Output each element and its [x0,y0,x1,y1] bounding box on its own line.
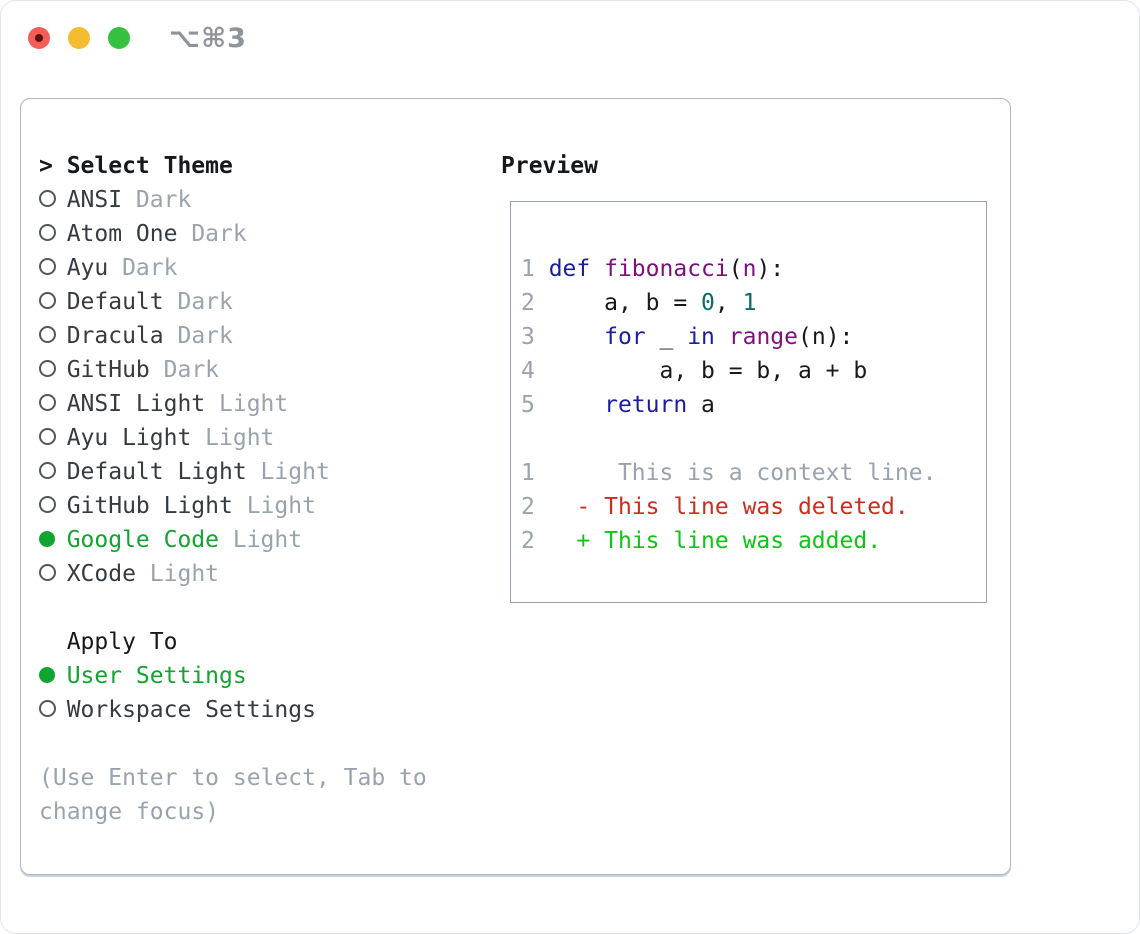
option-variant-label: Light [191,425,275,451]
radio-icon [39,224,56,241]
theme-option-ayu-light[interactable]: Ayu Light Light [39,421,427,455]
radio-icon [39,700,56,717]
spacer-row [39,727,427,761]
prompt-icon: > [39,153,53,179]
option-label: ANSI [66,187,123,213]
radio-icon [39,564,56,581]
option-label: Google Code [66,527,220,553]
radio-icon [39,326,56,343]
option-label: GitHub [66,357,150,383]
hint-line-1: (Use Enter to select, Tab to [39,765,427,791]
hint-line-2: change focus) [39,799,220,825]
code-line: 5 return a [521,391,715,418]
apply-to-title: Apply To [66,629,178,655]
radio-icon [39,496,56,513]
option-variant-label: Dark [108,255,178,281]
apply-to-header: Apply To [39,625,427,659]
theme-option-default-light[interactable]: Default Light Light [39,455,427,489]
option-label: Ayu [66,255,109,281]
code-line [521,422,986,456]
theme-option-xcode[interactable]: XCode Light [39,557,427,591]
code-preview: 1 def fibonacci(n): 2 a, b = 0, 1 3 for _ … [521,252,986,558]
radio-icon [39,428,56,445]
option-variant-label: Dark [163,289,233,315]
window-title: ⌥⌘3 [169,23,247,54]
radio-icon [39,292,56,309]
radio-icon [39,462,56,479]
radio-icon [39,360,56,377]
radio-selected-icon [39,530,55,547]
radio-selected-icon [39,666,55,683]
option-label: XCode [66,561,136,587]
option-label: GitHub Light [66,493,233,519]
code-line: 1 def fibonacci(n): [521,255,785,282]
radio-icon [39,190,56,207]
option-label: ANSI Light [66,391,206,417]
apply-option-workspace-settings[interactable]: Workspace Settings [39,693,427,727]
option-label: Atom One [66,221,178,247]
theme-option-github-light[interactable]: GitHub Light Light [39,489,427,523]
minimize-button[interactable] [68,27,90,49]
option-label: Default [66,289,164,315]
spacer-row [39,591,427,625]
code-line: 1 This is a context line. [521,459,937,486]
code-line: 2 a, b = 0, 1 [521,289,757,316]
theme-option-google-code[interactable]: Google Code Light [39,523,427,557]
radio-icon [39,394,56,411]
theme-option-ansi-light[interactable]: ANSI Light Light [39,387,427,421]
option-variant-label: Dark [163,323,233,349]
code-line: 2 - This line was deleted. [521,493,909,520]
code-line: 2 + This line was added. [521,527,882,554]
option-variant-label: Light [246,459,330,485]
close-dot-icon [35,34,43,42]
option-variant-label: Dark [149,357,220,383]
option-label: Workspace Settings [66,697,316,723]
main-panel [20,98,1011,875]
theme-option-dracula[interactable]: Dracula Dark [39,319,427,353]
theme-option-ayu[interactable]: Ayu Dark [39,251,427,285]
preview-pane: 1 def fibonacci(n): 2 a, b = 0, 1 3 for _ … [510,201,987,603]
theme-option-atom-one[interactable]: Atom One Dark [39,217,427,251]
zoom-button[interactable] [108,27,130,49]
theme-option-ansi[interactable]: ANSI Dark [39,183,427,217]
option-variant-label: Dark [122,187,192,213]
code-line: 4 a, b = b, a + b [521,357,868,384]
option-variant-label: Light [219,527,303,553]
option-variant-label: Light [205,391,289,417]
option-variant-label: Light [135,561,220,587]
option-label: Default Light [66,459,247,485]
section-title: Select Theme [66,153,233,179]
select-theme-header: > Select Theme [39,149,427,183]
option-variant-label: Light [232,493,316,519]
titlebar: ⌥⌘3 [1,1,1139,75]
option-label: Dracula [66,323,164,349]
option-label: User Settings [66,663,247,689]
option-variant-label: Dark [177,221,247,247]
preview-title: Preview [501,153,598,179]
theme-option-github[interactable]: GitHub Dark [39,353,427,387]
theme-option-default[interactable]: Default Dark [39,285,427,319]
apply-option-user-settings[interactable]: User Settings [39,659,427,693]
code-line: 3 for _ in range(n): [521,323,854,350]
option-label: Ayu Light [66,425,192,451]
close-button[interactable] [28,27,50,49]
radio-icon [39,258,56,275]
